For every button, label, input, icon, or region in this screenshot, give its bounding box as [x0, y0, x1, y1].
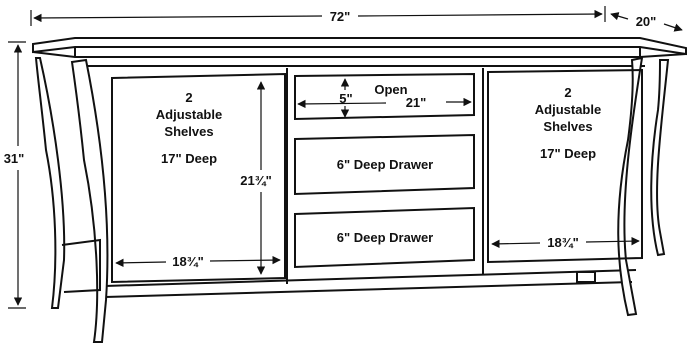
open-height-label: 5" [339, 91, 352, 106]
open-width-arrow-left [297, 99, 387, 109]
overall-height-label: 31" [4, 151, 25, 166]
drawer-bottom-label: 6" Deep Drawer [337, 230, 433, 245]
cabinet-outline [32, 37, 687, 343]
drawer-bottom [294, 206, 475, 269]
open-cubby [294, 72, 475, 121]
drawer-top [294, 133, 475, 196]
right-width-arrow-right [585, 236, 640, 246]
left-back-leg [34, 57, 66, 309]
overall-width-label: 72" [330, 9, 351, 24]
right-cabinet-shelves: Shelves [543, 119, 592, 134]
left-front-leg [70, 58, 109, 343]
depth-arrow-right [663, 23, 683, 32]
drawer-top-label: 6" Deep Drawer [337, 157, 433, 172]
labels: 72" 20" 31" 21¾" 18¾" 18¾" 5" 21" Open 6… [4, 9, 657, 269]
left-cabinet-count: 2 [185, 90, 192, 105]
overall-depth-label: 20" [636, 14, 657, 29]
opening-height-label: 21¾" [240, 173, 271, 188]
left-cabinet-shelves: Shelves [164, 124, 213, 139]
right-cabinet-count: 2 [564, 85, 571, 100]
depth-arrow-left [610, 12, 629, 21]
open-width-label: 21" [406, 95, 427, 110]
open-label: Open [374, 82, 407, 97]
right-cabinet-adjustable: Adjustable [535, 102, 601, 117]
right-width-arrow-left [491, 239, 541, 249]
right-cabinet-panel [487, 68, 643, 264]
left-cabinet-panel [111, 72, 286, 284]
width-arrow-right [357, 9, 603, 19]
right-front-leg [617, 56, 644, 317]
dimension-lines [8, 6, 683, 309]
left-width-label: 18¾" [172, 254, 203, 269]
left-width-arrow-right [209, 255, 281, 265]
right-back-leg [650, 59, 670, 257]
left-cabinet-depth: 17" Deep [161, 151, 217, 166]
top-slab [32, 37, 687, 56]
right-cabinet-depth: 17" Deep [540, 146, 596, 161]
width-arrow-left [33, 13, 323, 23]
left-width-arrow-left [115, 258, 167, 268]
left-cabinet-adjustable: Adjustable [156, 107, 222, 122]
right-width-label: 18¾" [547, 235, 578, 250]
